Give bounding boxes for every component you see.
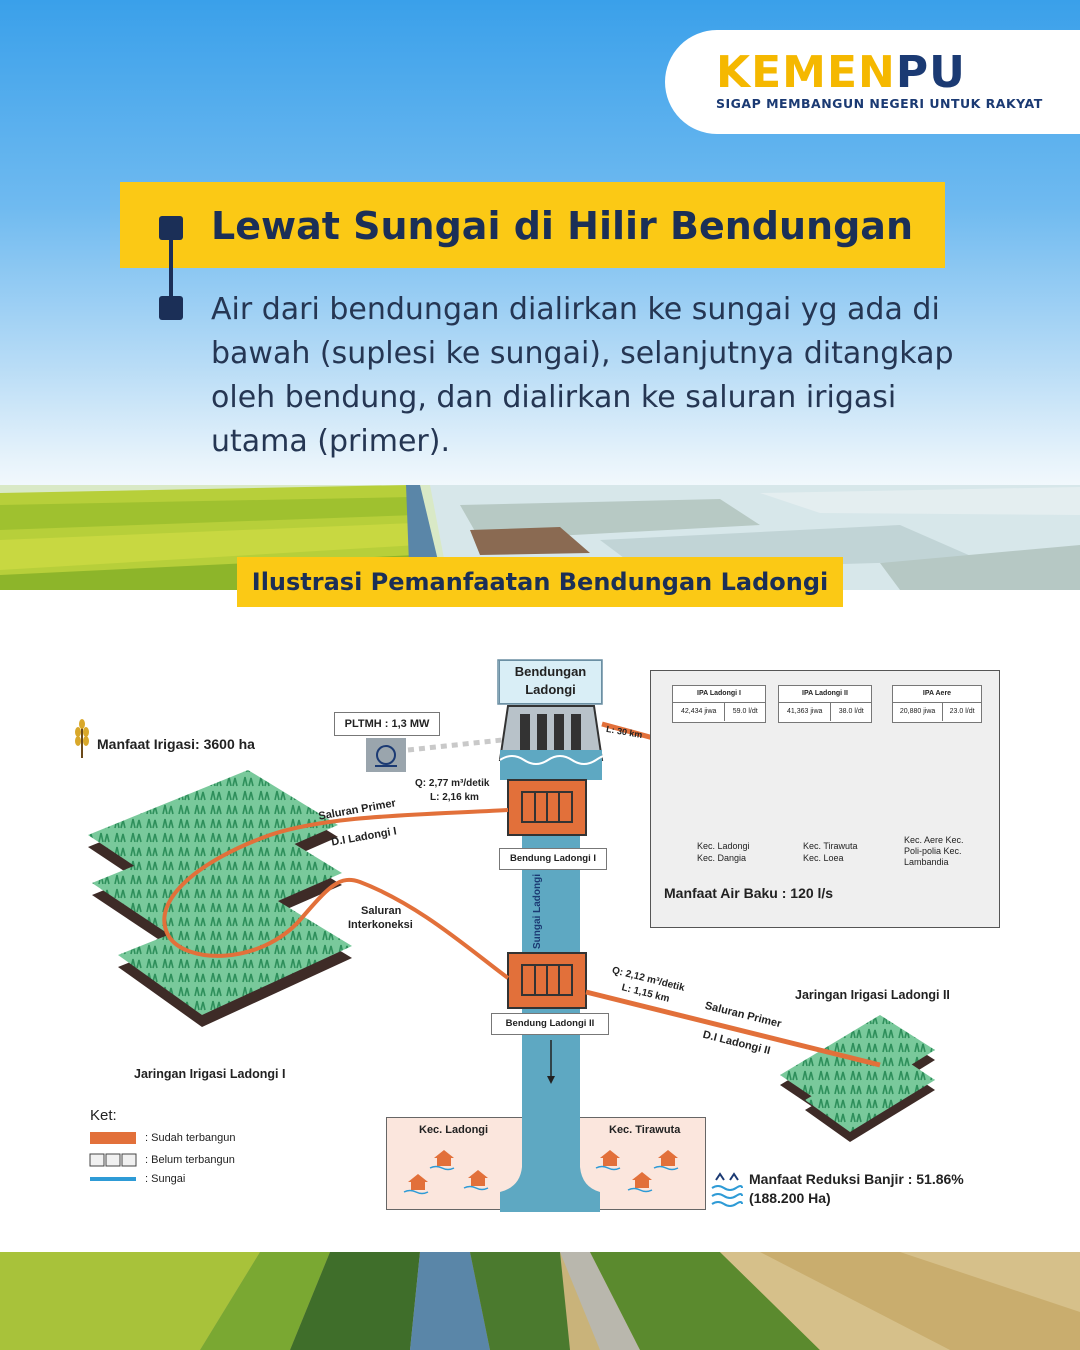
timeline-marker-icon xyxy=(159,216,183,320)
flood-houses xyxy=(403,1150,679,1195)
interconnect-line2: Interkoneksi xyxy=(348,919,413,931)
logo-container xyxy=(665,30,1080,134)
pltmh-label: PLTMH : 1,3 MW xyxy=(334,712,440,736)
ipa-1-population: 42,434 jiwa xyxy=(673,703,726,721)
ipa-2-area-line2: Kec. Loea xyxy=(803,853,844,863)
canal-ladongi-2 xyxy=(585,989,881,1068)
legend-title: Ket: xyxy=(90,1107,117,1124)
weir-2-icon xyxy=(507,952,587,1009)
title-banner xyxy=(120,182,945,268)
weir-1-icon xyxy=(507,779,587,836)
ipa-3-area-line3: Lambandia xyxy=(904,857,949,867)
ipa-1-area-line2: Kec. Dangia xyxy=(697,853,747,863)
bottom-fields-photo xyxy=(0,1252,1080,1350)
ipa-1-table: IPA Ladongi I 42,434 jiwa 59.0 l/dt xyxy=(672,685,766,723)
ipa-2-area-line1: Kec. Tirawuta xyxy=(803,841,858,851)
logo-tagline: SIGAP MEMBANGUN NEGERI UNTUK RAKYAT xyxy=(716,96,1043,111)
interconnect-line1: Saluran xyxy=(361,905,402,917)
network-1-label: Jaringan Irigasi Ladongi I xyxy=(134,1067,286,1081)
ipa-3-areas: Kec. Aere Kec. Poli-polia Kec. Lambandia xyxy=(904,835,964,868)
field-network-1 xyxy=(88,770,352,1027)
flood-reduction-icon xyxy=(711,1172,743,1207)
ipa-2-table: IPA Ladongi II 41,363 jiwa 38.0 l/dt xyxy=(778,685,872,723)
ipa-3-area-line2: Poli-polia Kec. xyxy=(904,846,962,856)
river-lower xyxy=(500,1117,600,1212)
dam-label-line1: Bendungan xyxy=(514,664,587,679)
weir1-length: L: 2,16 km xyxy=(430,792,479,803)
network-2-label: Jaringan Irigasi Ladongi II xyxy=(795,988,950,1002)
ipa-3-flow: 23.0 l/dt xyxy=(949,708,975,715)
legend-built: : Sudah terbangun xyxy=(145,1132,236,1144)
weir1-label: Bendung Ladongi I xyxy=(499,848,607,870)
ipa-2-areas: Kec. Tirawuta Kec. Loea xyxy=(803,840,858,864)
ipa-2-population: 41,363 jiwa xyxy=(779,703,832,721)
ipa-3-name: IPA Aere xyxy=(893,686,981,703)
wheat-icon xyxy=(75,719,89,758)
flood-benefit-line2: (188.200 Ha) xyxy=(749,1190,831,1206)
raw-water-benefit: Manfaat Air Baku : 120 l/s xyxy=(664,885,834,901)
weir1-flow: Q: 2,77 m³/detik xyxy=(415,778,490,789)
ipa-3-area-line1: Kec. Aere Kec. xyxy=(904,835,964,845)
legend-swatches xyxy=(89,1132,137,1181)
ipa-1-areas: Kec. Ladongi Kec. Dangia xyxy=(697,840,750,864)
logo-word-part1: KEMEN xyxy=(716,47,896,98)
weir2-label: Bendung Ladongi II xyxy=(491,1013,609,1035)
generator-icon xyxy=(366,738,406,772)
flood-area-left: Kec. Ladongi xyxy=(419,1124,489,1136)
ipa-2-flow: 38.0 l/dt xyxy=(838,708,864,715)
ipa-3-population: 20,880 jiwa xyxy=(893,703,944,721)
ipa-1-name: IPA Ladongi I xyxy=(673,686,765,703)
page-title: Lewat Sungai di Hilir Bendungan xyxy=(211,204,913,248)
dam-label: Bendungan Ladongi xyxy=(499,660,602,704)
ipa-2-name: IPA Ladongi II xyxy=(779,686,871,703)
flood-area-right: Kec. Tirawuta xyxy=(609,1124,681,1136)
river-label: Sungai Ladongi xyxy=(532,874,543,949)
legend-not-built: : Belum terbangun xyxy=(145,1154,235,1166)
description-text: Air dari bendungan dialirkan ke sungai y… xyxy=(211,292,954,459)
kemenpu-logo: KEMENPU xyxy=(716,48,966,98)
subtitle-banner xyxy=(237,557,843,607)
ipa-3-table: IPA Aere 20,880 jiwa 23.0 l/dt xyxy=(892,685,982,723)
irrigation-benefit: Manfaat Irigasi: 3600 ha xyxy=(97,736,255,752)
flood-benefit-line1: Manfaat Reduksi Banjir : 51.86% xyxy=(749,1171,964,1187)
diagram-subtitle: Ilustrasi Pemanfaatan Bendungan Ladongi xyxy=(251,568,829,596)
legend-river: : Sungai xyxy=(145,1173,186,1185)
ipa-1-flow: 59.0 l/dt xyxy=(732,708,758,715)
ipa-1-area-line1: Kec. Ladongi xyxy=(697,841,750,851)
field-network-2 xyxy=(780,1015,935,1142)
canal-ladongi-1 xyxy=(162,808,510,980)
dam-label-line2: Ladongi xyxy=(525,682,576,697)
logo-word-part2: PU xyxy=(895,47,966,98)
